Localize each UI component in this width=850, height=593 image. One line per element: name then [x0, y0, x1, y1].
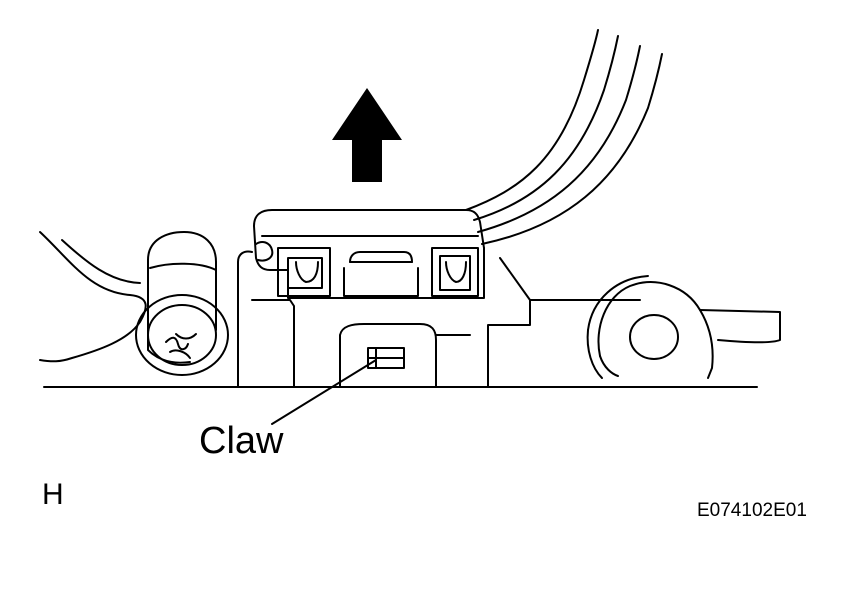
bolt — [135, 231, 229, 376]
bracket — [237, 250, 641, 388]
claw-leader-line — [271, 359, 377, 425]
left-panel-edge — [39, 231, 147, 363]
up-arrow-icon — [332, 88, 402, 182]
connector — [253, 209, 485, 299]
view-letter: H — [42, 478, 64, 511]
figure-code: E074102E01 — [697, 500, 807, 521]
claw-label: Claw — [199, 420, 284, 462]
wire-harness — [465, 29, 663, 245]
claw-tab — [367, 347, 405, 369]
left-panel-inner — [61, 239, 141, 284]
right-boss — [586, 275, 781, 379]
